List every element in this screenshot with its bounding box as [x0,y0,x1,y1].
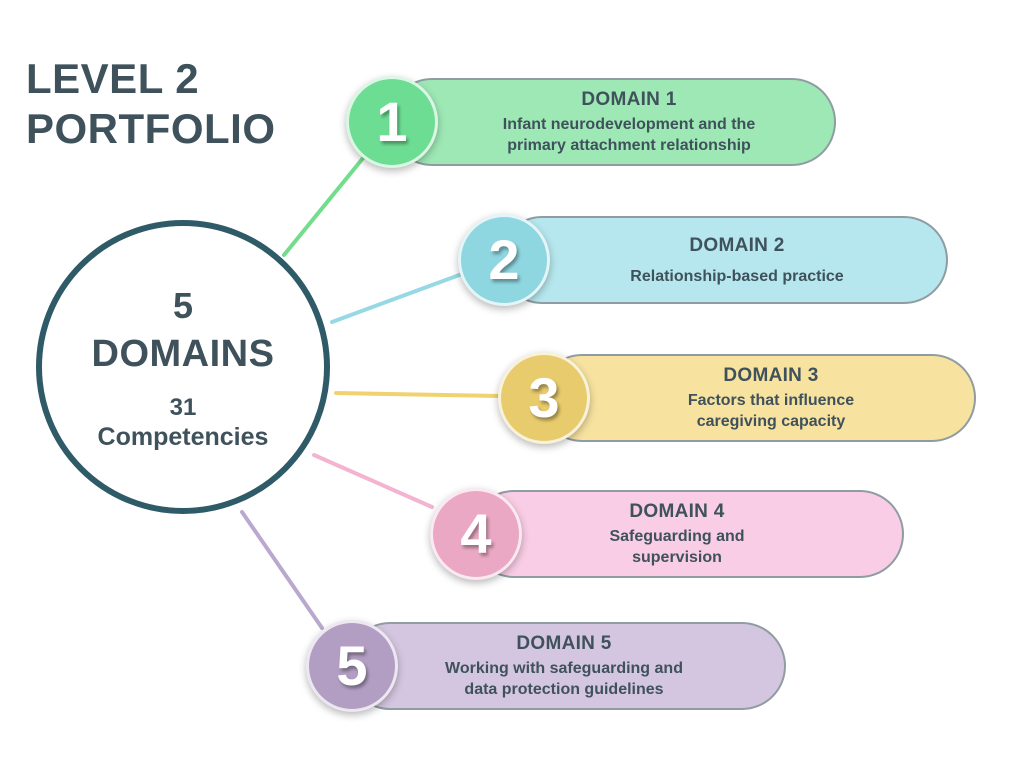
connector-domain-2 [330,272,464,324]
page-title: LEVEL 2 PORTFOLIO [26,54,326,154]
connector-domain-3 [334,391,502,398]
domain-5-description-line-2: data protection guidelines [464,681,664,698]
domain-4-number: 4 [460,502,492,565]
domain-5-number: 5 [336,634,368,697]
connector-domain-5 [240,510,324,630]
hub-domains-count: 5 [172,285,194,326]
domain-4-pill: DOMAIN 4 Safeguarding and supervision [470,490,904,578]
domain-2-pill: DOMAIN 2 Relationship-based practice [498,216,948,304]
domain-3-pill: DOMAIN 3 Factors that influence caregivi… [538,354,976,442]
domain-1-number: 1 [376,90,408,153]
domain-4-description-line-2: supervision [632,549,722,566]
domain-5-heading: DOMAIN 5 [516,633,612,654]
domain-2-heading: DOMAIN 2 [689,234,785,256]
domain-1-description-line-1: Infant neurodevelopment and the [502,116,756,133]
domain-2-number-badge: 2 [458,214,550,306]
domain-5-number-badge: 5 [306,620,398,712]
domain-4-heading: DOMAIN 4 [629,501,725,522]
domain-3-number: 3 [528,366,560,429]
domain-1-number-badge: 1 [346,76,438,168]
domain-3-description-line-2: caregiving capacity [696,413,846,430]
domain-1-heading: DOMAIN 1 [581,89,677,110]
hub-competencies-label: Competencies [97,423,269,451]
title-line-1: LEVEL 2 [26,55,200,102]
domain-1-description-line-2: primary attachment relationship [507,137,751,154]
connector-domain-4 [312,453,434,509]
connector-domain-1 [282,150,370,257]
domain-3-heading: DOMAIN 3 [723,365,819,386]
domain-2-number: 2 [488,228,520,291]
domain-5-pill: DOMAIN 5 Working with safeguarding and d… [346,622,786,710]
hub-competencies-count: 31 [169,394,197,421]
domains-hub-circle: 5 DOMAINS 31 Competencies [36,220,330,514]
domain-1-pill: DOMAIN 1 Infant neurodevelopment and the… [388,78,836,166]
domain-3-description-line-1: Factors that influence [687,392,855,409]
hub-domains-label: DOMAINS [91,333,275,375]
title-line-2: PORTFOLIO [26,105,276,152]
domain-4-description-line-1: Safeguarding and [609,528,745,545]
domain-5-description-line-1: Working with safeguarding and [445,660,683,677]
domain-2-description-line-1: Relationship-based practice [630,267,844,285]
domain-3-number-badge: 3 [498,352,590,444]
domain-4-number-badge: 4 [430,488,522,580]
